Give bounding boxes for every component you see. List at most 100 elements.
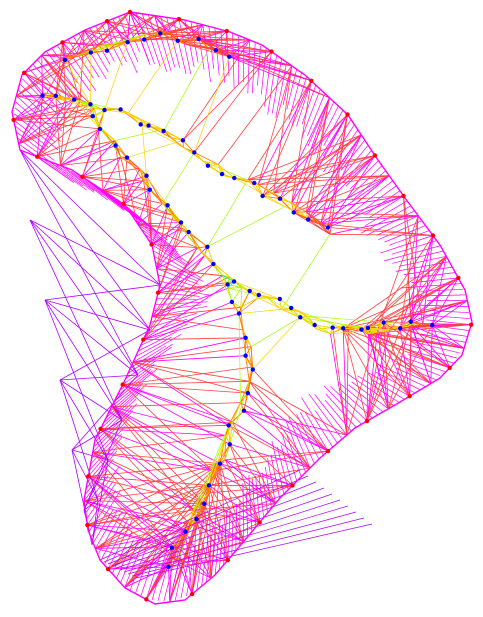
interior-vertex-marker (138, 122, 143, 127)
boundary-tick-edge (403, 266, 453, 275)
boundary-tick-edge (210, 530, 217, 579)
fan-edge (87, 484, 210, 526)
boundary-vertex-marker (121, 201, 126, 207)
boundary-tick-edge (426, 319, 472, 326)
boundary-vertex-marker (35, 154, 40, 159)
interior-vertex-marker (183, 529, 188, 534)
fan-edge (156, 268, 230, 277)
interior-edge (367, 322, 384, 329)
boundary-vertex-marker (447, 365, 452, 370)
interior-vertex-marker (178, 220, 184, 225)
fan-edge (330, 333, 348, 436)
hull-edge (111, 487, 325, 567)
interior-long-edge (193, 56, 230, 153)
boundary-tick-edge (152, 305, 208, 318)
fan-edge (137, 223, 198, 248)
boundary-tick-edge (429, 324, 470, 331)
fan-edge (92, 451, 205, 505)
fan-edge (366, 324, 412, 422)
fan-edge (16, 57, 66, 97)
interior-edges-layer (42, 31, 433, 568)
fan-edge (106, 20, 147, 35)
fan-edge (306, 211, 419, 217)
fan-edge (279, 134, 362, 200)
fan-edge (151, 244, 198, 248)
interior-vertex-marker (241, 408, 247, 413)
fan-edges-layer (13, 11, 472, 603)
fan-edge (410, 321, 432, 384)
fan-edge (348, 255, 447, 326)
boundary-tick-edge (267, 55, 277, 115)
interior-edge (273, 192, 292, 204)
fan-edge (100, 428, 213, 472)
interior-edge (262, 195, 281, 200)
fan-edge (291, 114, 348, 204)
fan-edge (219, 463, 293, 486)
boundary-tick-edge (384, 245, 440, 262)
boundary-tick-edge (73, 36, 100, 78)
fan-edge (232, 421, 311, 469)
fan-edge (120, 156, 139, 225)
boundary-tick-edge (57, 45, 91, 92)
boundary-tick-edge (252, 478, 257, 528)
fan-edge (225, 31, 228, 52)
interior-vertex-marker (381, 320, 386, 325)
fan-edge (247, 134, 362, 181)
interior-vertex-marker (236, 311, 242, 316)
fan-edge (377, 329, 389, 409)
fan-edge (208, 485, 212, 579)
fan-edge (90, 11, 131, 53)
boundary-tick-edge (186, 545, 197, 597)
fan-edge (247, 155, 376, 181)
interior-vertex-marker (250, 367, 255, 372)
boundary-tick-edge (143, 318, 194, 341)
fan-edge (133, 361, 250, 382)
interior-edge (127, 112, 141, 125)
interior-edge (183, 43, 226, 52)
fan-edge (122, 384, 229, 426)
boundary-tick-edge (129, 11, 151, 66)
fan-edge (293, 175, 390, 213)
interior-edge (90, 50, 108, 53)
fan-edge (152, 316, 243, 331)
boundary-tick-edge (154, 256, 204, 282)
fan-edge (127, 15, 155, 43)
boundary-vertex-marker (104, 19, 110, 24)
fan-edge (132, 361, 249, 394)
boundary-tick-edge (129, 537, 151, 591)
boundary-tick-edge (37, 59, 71, 99)
interior-vertex-marker (161, 128, 166, 134)
boundary-tick-edge (76, 173, 125, 211)
boundary-tick-edge (291, 76, 307, 127)
boundary-tick-edge (147, 14, 168, 72)
interior-edge (127, 39, 145, 43)
fan-edge (383, 277, 459, 323)
boundary-tick-edge (18, 89, 62, 132)
boundary-tick-edge (105, 387, 141, 419)
boundary-tick-edge (148, 239, 188, 266)
hull-edge (99, 469, 301, 561)
boundary-tick-edge (156, 274, 203, 289)
hull-edge (29, 219, 161, 286)
fan-edge (16, 95, 93, 117)
boundary-tick-edge (420, 288, 463, 292)
fan-edge (291, 80, 312, 204)
fan-edge (247, 175, 390, 181)
boundary-tick-edge (314, 394, 348, 436)
fan-edge (111, 406, 205, 505)
fan-edge (97, 125, 104, 191)
boundary-tick-edge (132, 334, 182, 363)
boundary-vertex-marker (401, 193, 406, 199)
fan-edge (224, 459, 276, 504)
interior-long-edge (76, 33, 147, 57)
fan-edge (143, 18, 180, 40)
fan-edge (193, 509, 245, 542)
interior-edge (368, 322, 384, 334)
boundary-tick-edge (307, 97, 330, 147)
fan-edge (92, 451, 173, 549)
interior-long-edge (73, 99, 101, 130)
hull-edge (29, 219, 123, 421)
boundary-tick-edge (340, 139, 365, 171)
interior-vertex-marker (125, 40, 130, 45)
